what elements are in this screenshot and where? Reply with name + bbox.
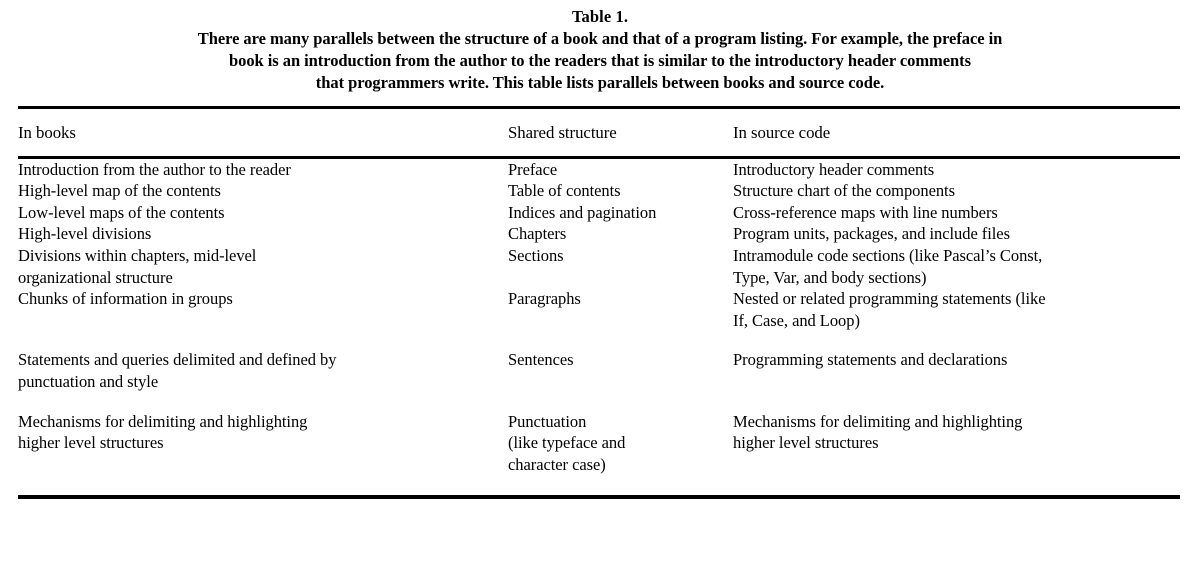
cell-line: Programming statements and declarations: [733, 350, 1008, 370]
cell-line: Intramodule code sections (like Pascal’s…: [733, 245, 1043, 265]
cell-in-books: High-level divisions: [18, 223, 508, 245]
cell-line: Cross-reference maps with line numbers: [733, 202, 998, 222]
cell-shared-structure: Table of contents: [508, 180, 733, 202]
cell-shared-structure: Paragraphs: [508, 288, 733, 331]
cell-in-source-code: Programming statements and declarations: [733, 331, 1180, 392]
cell-shared-structure: Chapters: [508, 223, 733, 245]
cell-line: Introductory header comments: [733, 159, 935, 179]
table-rule-header: [18, 155, 1180, 159]
table-body-rows: Introduction from the author to the read…: [18, 159, 1180, 496]
cell-line: punctuation and style: [18, 371, 159, 391]
table-row: Divisions within chapters, mid-level org…: [18, 245, 1180, 288]
cell-in-source-code: Nested or related programming statements…: [733, 288, 1180, 331]
column-header-in-source-code: In source code: [733, 122, 831, 142]
cell-shared-structure: Sentences: [508, 331, 733, 392]
rule-container-header: [18, 155, 1180, 159]
cell-shared-structure: Indices and pagination: [508, 202, 733, 224]
cell-line: Type, Var, and body sections): [733, 267, 927, 287]
cell-line: Chunks of information in groups: [18, 289, 233, 309]
cell-line: higher level structures: [18, 433, 164, 453]
table-bottom-spacer: [18, 475, 1180, 495]
cell-line: Sections: [508, 245, 564, 265]
table-row: High-level map of the contents Table of …: [18, 180, 1180, 202]
caption-line: There are many parallels between the str…: [197, 29, 1003, 48]
cell-line: Introduction from the author to the read…: [18, 159, 291, 179]
cell-line: High-level map of the contents: [18, 181, 221, 201]
caption-text: There are many parallels between the str…: [52, 28, 1148, 95]
cell-line: Indices and pagination: [508, 202, 657, 222]
cell-line: Structure chart of the components: [733, 181, 955, 201]
cell-line: Nested or related programming statements…: [733, 289, 1046, 309]
cell-line: higher level structures: [733, 433, 879, 453]
cell-in-books: Mechanisms for delimiting and highlighti…: [18, 393, 508, 476]
cell-line: Paragraphs: [508, 289, 581, 309]
cell-line: Statements and queries delimited and def…: [18, 350, 337, 370]
cell-line: character case): [508, 454, 606, 474]
cell-line: Program units, packages, and include fil…: [733, 224, 1010, 244]
column-header-shared-structure: Shared structure: [508, 122, 617, 142]
caption-line: book is an introduction from the author …: [229, 51, 971, 71]
cell-shared-structure: Preface: [508, 159, 733, 181]
caption-line: that programmers write. This table lists…: [315, 73, 885, 93]
table-header: In books Shared structure In source code: [18, 109, 1180, 156]
cell-line: Sentences: [508, 350, 574, 370]
cell-in-books: Divisions within chapters, mid-level org…: [18, 245, 508, 288]
table-number: Table 1.: [571, 7, 629, 26]
cell-in-books: Low-level maps of the contents: [18, 202, 508, 224]
table-row: Introduction from the author to the read…: [18, 159, 1180, 181]
cell-in-source-code: Mechanisms for delimiting and highlighti…: [733, 393, 1180, 476]
cell-line: Mechanisms for delimiting and highlighti…: [733, 411, 1023, 431]
cell-line: Table of contents: [508, 181, 621, 201]
cell-in-source-code: Intramodule code sections (like Pascal’s…: [733, 245, 1180, 288]
rule-container-bottom: [18, 495, 1180, 500]
cell-in-source-code: Program units, packages, and include fil…: [733, 223, 1180, 245]
cell-line: Divisions within chapters, mid-level: [18, 245, 257, 265]
cell-line: (like typeface and: [508, 433, 626, 453]
table-row: Statements and queries delimited and def…: [18, 331, 1180, 392]
cell-in-books: Chunks of information in groups: [18, 288, 508, 331]
column-header-in-books: In books: [18, 122, 76, 142]
cell-in-source-code: Structure chart of the components: [733, 180, 1180, 202]
cell-in-source-code: Introductory header comments: [733, 159, 1180, 181]
table-row: Mechanisms for delimiting and highlighti…: [18, 393, 1180, 476]
cell-line: Chapters: [508, 224, 567, 244]
table-row: Chunks of information in groups Paragrap…: [18, 288, 1180, 331]
table-row: Low-level maps of the contents Indices a…: [18, 202, 1180, 224]
table-rule-top: [18, 105, 1180, 109]
cell-in-books: Introduction from the author to the read…: [18, 159, 508, 181]
cell-line: Preface: [508, 159, 558, 179]
cell-line: organizational structure: [18, 267, 173, 287]
cell-shared-structure: Punctuation (like typeface and character…: [508, 393, 733, 476]
cell-line: Punctuation: [508, 411, 587, 431]
table-body: Introduction from the author to the read…: [18, 159, 1180, 496]
table-caption: Table 1. There are many parallels betwee…: [0, 0, 1200, 95]
cell-shared-structure: Sections: [508, 245, 733, 288]
cell-line: High-level divisions: [18, 224, 152, 244]
cell-line: Low-level maps of the contents: [18, 202, 225, 222]
cell-in-books: High-level map of the contents: [18, 180, 508, 202]
rule-container-top: [18, 105, 1180, 109]
table-row: High-level divisions Chapters Program un…: [18, 223, 1180, 245]
cell-in-books: Statements and queries delimited and def…: [18, 331, 508, 392]
cell-line: Mechanisms for delimiting and highlighti…: [18, 411, 308, 431]
table-rule-bottom: [18, 495, 1180, 500]
table-header-row: In books Shared structure In source code: [18, 109, 1180, 156]
cell-in-source-code: Cross-reference maps with line numbers: [733, 202, 1180, 224]
cell-line: If, Case, and Loop): [733, 310, 860, 330]
